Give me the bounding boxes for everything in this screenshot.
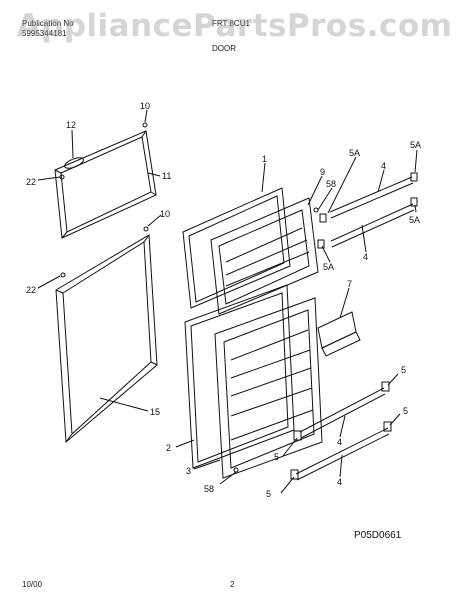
callout-2: 2 (166, 443, 171, 453)
callout-5-lower-left: 5 (266, 489, 271, 499)
callout-58-lower: 58 (204, 484, 214, 494)
watermark-logo: AppliancePartsPros.com (16, 8, 453, 44)
callout-11: 11 (162, 171, 171, 181)
model-number: FRT 8CU1 (212, 19, 250, 28)
lower-shelf-rails (295, 387, 390, 481)
callout-22-lower: 22 (26, 285, 36, 295)
lower-door-panel (184, 284, 295, 469)
callout-3: 3 (186, 466, 191, 476)
callout-5-lower-right: 5 (403, 406, 408, 416)
section-title: DOOR (212, 44, 236, 53)
logo-badge (64, 157, 84, 169)
publication-number: 5995344181 (22, 29, 67, 38)
callout-7: 7 (347, 279, 352, 289)
callout-5A-upper-right: 5A (410, 140, 421, 150)
callout-4-lower-a: 4 (337, 437, 342, 447)
callout-58-upper: 58 (326, 179, 336, 189)
door-shelf-bin (317, 311, 361, 357)
upper-door-liner (210, 197, 319, 315)
footer-date: 10/00 (22, 580, 43, 589)
lower-door-liner (214, 297, 323, 479)
callout-22-upper: 22 (26, 177, 36, 187)
leader-lines (37, 109, 418, 494)
callout-labels: 10 12 22 11 10 22 15 1 9 58 5A 4 5A 5A 5… (26, 101, 421, 499)
callout-5-upper-left: 5 (274, 452, 279, 462)
callout-10-upper: 10 (140, 101, 150, 111)
callout-15: 15 (150, 407, 160, 417)
callout-9: 9 (320, 167, 325, 177)
callout-5-upper-right: 5 (401, 365, 406, 375)
callout-10-lower: 10 (160, 209, 170, 219)
callout-4-upper-a: 4 (381, 161, 386, 171)
upper-shelf-rails (329, 176, 415, 248)
publication-label: Publication No (22, 19, 74, 28)
callout-12: 12 (66, 120, 76, 130)
lower-door-gasket (55, 234, 158, 444)
footer-page-number: 2 (230, 580, 235, 589)
callout-4-lower-b: 4 (337, 477, 342, 487)
callout-1: 1 (262, 154, 267, 164)
upper-door-gasket (54, 130, 157, 239)
callout-5A-upper-left: 5A (349, 148, 360, 158)
screws (59, 122, 319, 473)
rail-end-caps (290, 172, 418, 480)
diagram-code: P05D0661 (354, 530, 402, 541)
callout-5A-lower-left: 5A (323, 262, 334, 272)
upper-door-panel (182, 187, 291, 309)
callout-5A-mid-right: 5A (409, 215, 420, 225)
callout-4-upper-b: 4 (363, 252, 368, 262)
